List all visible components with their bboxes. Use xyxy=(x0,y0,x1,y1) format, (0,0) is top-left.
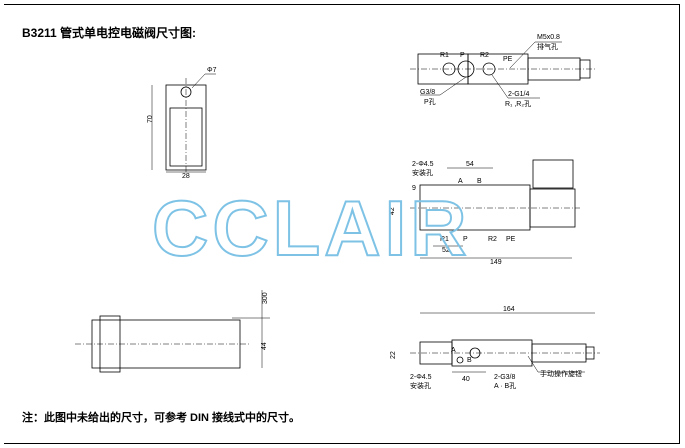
dim-42: 42 xyxy=(389,207,396,215)
ab-desc: A · B孔 xyxy=(494,382,516,390)
port-r1: R1 xyxy=(440,52,449,59)
port-pe: PE xyxy=(503,56,513,63)
label-b: B xyxy=(477,178,482,185)
dim-9: 9 xyxy=(412,185,416,192)
r-desc: R₁ ,R₂孔 xyxy=(505,100,531,108)
top-view: R1 P R2 PE M5x0.8 排气孔 G3/8 P孔 2-G1/4 R₁ … xyxy=(410,34,595,108)
dim-164: 164 xyxy=(503,306,515,313)
footnote: 注：此图中未给出的尺寸，可参考 DIN 接线式中的尺寸。 xyxy=(22,412,301,424)
dim-149: 149 xyxy=(490,259,502,266)
page-title: B3211 管式单电控电磁阀尺寸图: xyxy=(22,26,197,40)
dim-54: 54 xyxy=(466,161,474,168)
manual-knob-callout: 手动操作旋钮 xyxy=(540,369,582,378)
label-b: B xyxy=(467,357,472,364)
label-a: A xyxy=(451,347,456,354)
m5-callout: M5x0.8 xyxy=(537,34,560,41)
coil-dim2-label: 44 xyxy=(261,342,268,350)
front-mount-desc: 安装孔 xyxy=(412,168,433,177)
label-a: A xyxy=(458,178,463,185)
m5-desc: 排气孔 xyxy=(537,42,558,51)
ab-callout: 2-G3/8 xyxy=(494,374,516,381)
bottom-view: 164 A B 22 40 2-Φ4.5 安装孔 2-G3/8 A · B孔 手… xyxy=(390,306,600,390)
bottom-mount-desc: 安装孔 xyxy=(410,381,431,390)
r-callout: 2-G1/4 xyxy=(508,91,530,98)
front-mount-callout: 2-Φ4.5 xyxy=(412,161,434,168)
coil-side-view: 300 44 xyxy=(75,290,270,373)
side-view: Φ7 70 28 xyxy=(147,67,217,180)
dim-22: 22 xyxy=(390,351,397,359)
label-r2: R2 xyxy=(488,236,497,243)
label-pe: PE xyxy=(506,236,516,243)
port-r2: R2 xyxy=(480,52,489,59)
side-width-label: 28 xyxy=(182,173,190,180)
p-callout: G3/8 xyxy=(420,89,435,96)
p-desc: P孔 xyxy=(424,98,436,106)
watermark: CCLAIR xyxy=(152,184,471,272)
coil-dim1-label: 300 xyxy=(262,292,269,304)
front-view: 2-Φ4.5 安装孔 54 A B R1 P R2 PE 52 149 9 42 xyxy=(389,159,580,266)
side-height-label: 70 xyxy=(147,115,154,123)
label-p: P xyxy=(463,236,468,243)
side-dia-label: Φ7 xyxy=(207,67,217,74)
label-r1: R1 xyxy=(440,236,449,243)
port-p: P xyxy=(460,52,465,59)
dim-40: 40 xyxy=(462,376,470,383)
dim-52: 52 xyxy=(442,247,450,254)
bottom-mount-callout: 2-Φ4.5 xyxy=(410,374,432,381)
page-frame xyxy=(4,4,680,444)
